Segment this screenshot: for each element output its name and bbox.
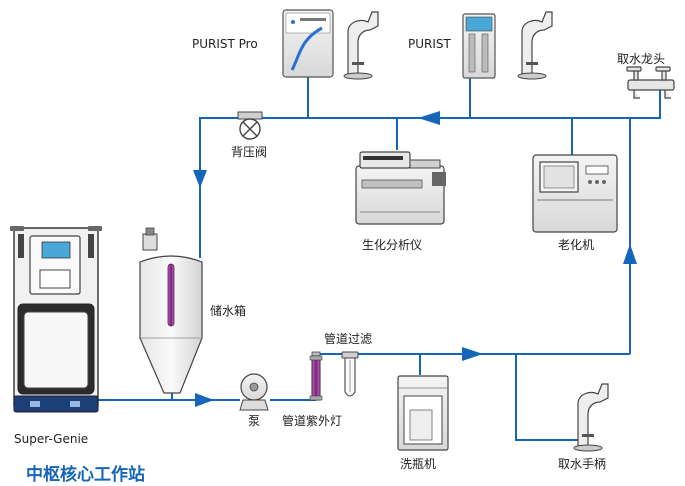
arrow-right-filter — [462, 347, 483, 361]
pump-label: 泵 — [248, 414, 261, 428]
flow-arrows — [193, 111, 637, 407]
hub-title: 中枢核心工作站 — [26, 465, 145, 485]
pump-icon — [239, 373, 269, 411]
storage-tank-label: 储水箱 — [210, 304, 247, 318]
uv-lamp-device — [309, 351, 323, 401]
arrow-up-right — [623, 244, 637, 264]
arrow-down-left — [193, 170, 207, 188]
back-pressure-valve-label: 背压阀 — [231, 145, 268, 159]
pipe-filter-device — [341, 351, 359, 397]
purist-unit — [462, 13, 496, 79]
bottle-washer-label: 洗瓶机 — [400, 457, 437, 471]
biochem-analyzer-device — [355, 151, 446, 225]
dispenser-icon — [343, 11, 379, 80]
water-handle-label: 取水手柄 — [558, 457, 607, 471]
purist-label: PURIST — [408, 37, 451, 51]
purist-pro-label: PURIST Pro — [192, 37, 258, 51]
super-genie-label: Super-Genie — [14, 432, 89, 446]
storage-tank-device — [139, 227, 203, 394]
purist-pro-unit — [282, 9, 334, 78]
faucet-icon — [626, 66, 675, 99]
dispenser-icon — [517, 11, 553, 80]
faucet-label: 取水龙头 — [617, 52, 666, 66]
bottle-washer-device — [397, 375, 449, 451]
dispenser-icon — [573, 383, 609, 452]
aging-machine-device — [532, 154, 618, 233]
biochem-analyzer-label: 生化分析仪 — [362, 238, 423, 252]
arrow-right-bottom — [195, 393, 214, 407]
pipe-uv-lamp-label: 管道紫外灯 — [282, 414, 343, 428]
valve-icon — [237, 111, 263, 140]
pipe-filter-label: 管道过滤 — [324, 332, 373, 346]
arrow-left-top — [418, 111, 440, 125]
aging-machine-label: 老化机 — [558, 238, 595, 252]
super-genie-device — [10, 226, 102, 413]
